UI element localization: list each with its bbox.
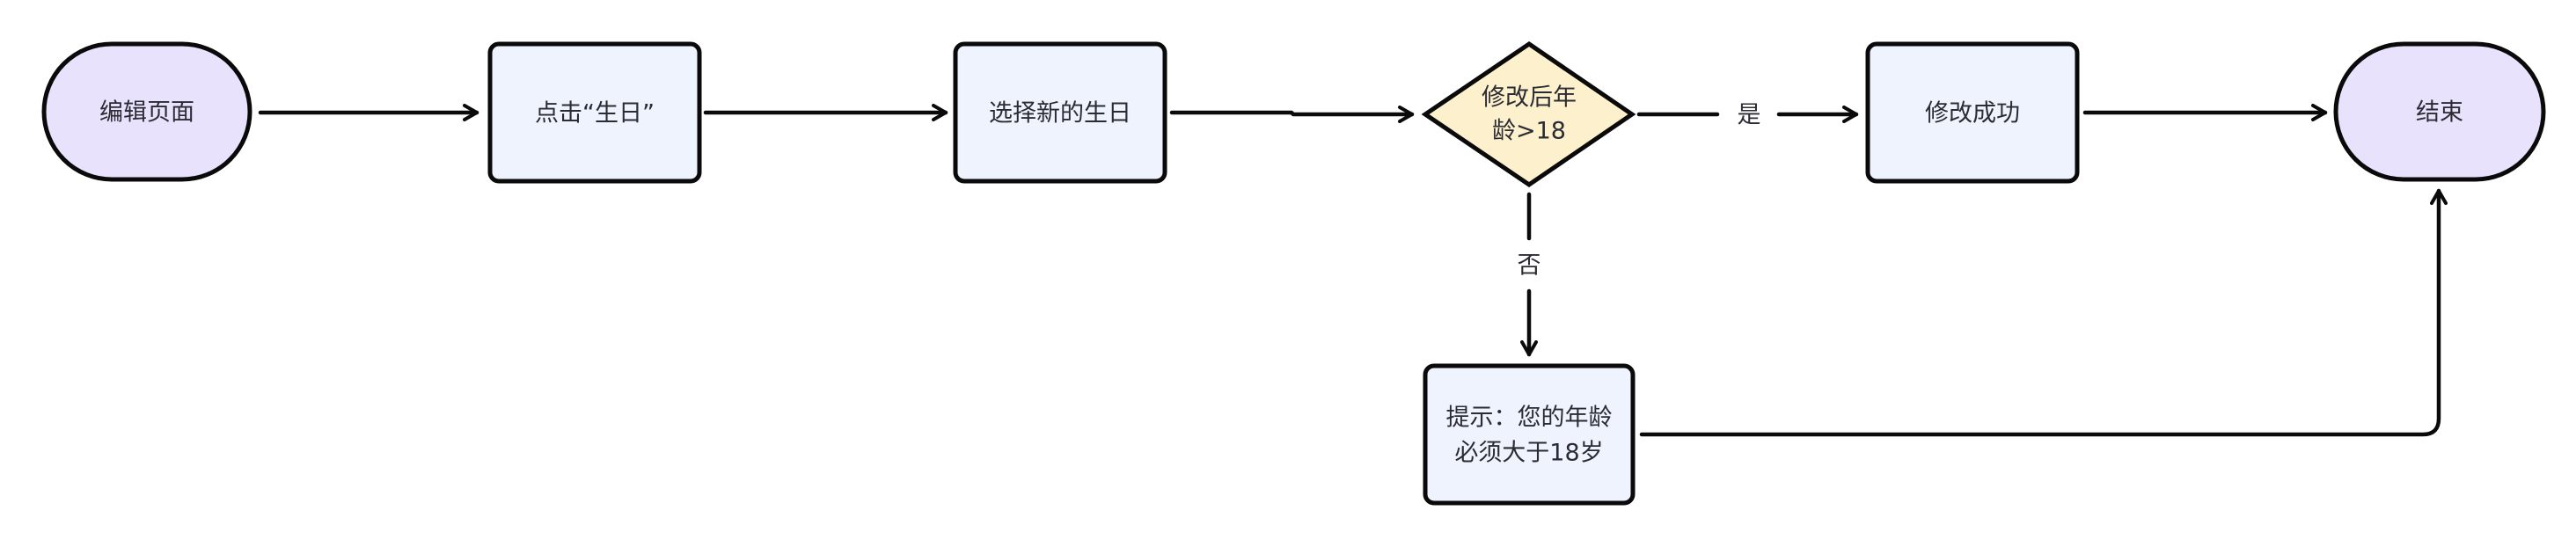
node-click-birthday[interactable]: 点击“生日” [487,41,702,184]
edge-warning-to-end[interactable] [1639,188,2448,437]
node-warning-label-line1: 提示：您的年龄 [1446,405,1613,432]
node-warning-label-line2: 必须大于18岁 [1454,440,1603,467]
node-select-birthday[interactable]: 选择新的生日 [953,41,1167,184]
node-age-check-label-line1: 修改后年 [1482,84,1577,112]
node-age-check[interactable]: 修改后年 龄>18 [1421,40,1636,188]
node-start[interactable]: 编辑页面 [41,41,252,182]
node-warning[interactable]: 提示：您的年龄 必须大于18岁 [1423,363,1636,506]
edge-label-yes: 是 [1738,102,1761,129]
node-click-birthday-label: 点击“生日” [535,100,655,128]
edge-label-no: 否 [1518,252,1541,280]
edge-select-to-check[interactable] [1169,106,1415,123]
node-end[interactable]: 结束 [2333,41,2546,182]
node-age-check-label-line2: 龄>18 [1492,118,1566,145]
node-select-birthday-label: 选择新的生日 [989,100,1131,128]
node-success[interactable]: 修改成功 [1865,41,2080,184]
node-success-label: 修改成功 [1925,100,2020,128]
node-start-label: 编辑页面 [99,99,194,127]
node-end-label: 结束 [2416,99,2463,127]
